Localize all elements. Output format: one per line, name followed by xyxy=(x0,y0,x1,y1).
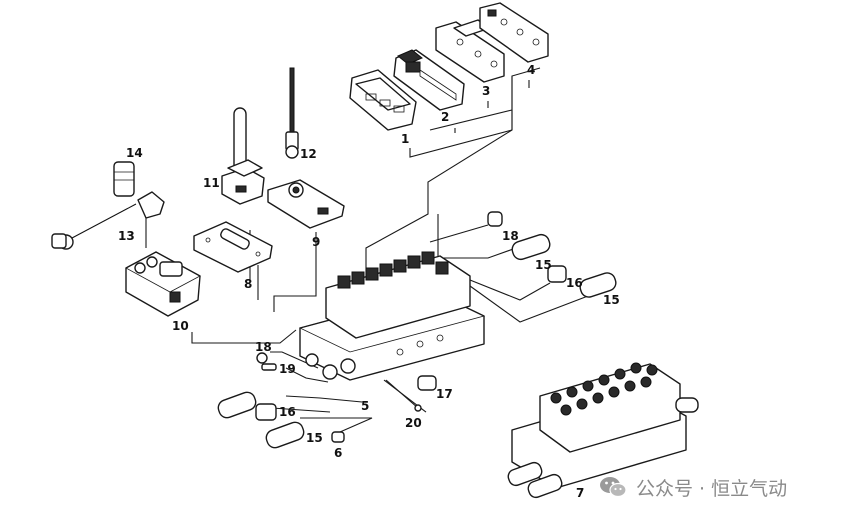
plug-18-right xyxy=(487,211,503,227)
valve-stack xyxy=(337,251,449,289)
label-3: 3 xyxy=(482,84,490,98)
assembled-valve-caps xyxy=(550,362,658,416)
silencer-15-upper xyxy=(511,233,551,261)
label-2: 2 xyxy=(441,110,449,124)
connector-14 xyxy=(113,161,135,197)
manifold-assembly xyxy=(298,251,486,381)
label-4: 4 xyxy=(527,63,535,77)
plug-18-left xyxy=(256,352,268,364)
label-1: 1 xyxy=(401,132,409,146)
label-18-right: 18 xyxy=(502,229,519,243)
cable-connector-13 xyxy=(51,191,165,250)
watermark: 公众号 · 恒立气动 xyxy=(598,472,787,502)
plug-6 xyxy=(331,431,345,443)
silencer-15-right xyxy=(579,272,617,298)
label-10: 10 xyxy=(172,319,189,333)
label-17: 17 xyxy=(436,387,453,401)
cable-12 xyxy=(285,67,299,159)
valve-body-4 xyxy=(479,2,549,63)
label-11: 11 xyxy=(203,176,220,190)
label-7: 7 xyxy=(576,486,584,500)
label-20: 20 xyxy=(405,416,422,430)
label-6: 6 xyxy=(334,446,342,460)
connector-housing-10 xyxy=(125,251,201,317)
label-15-right: 15 xyxy=(603,293,620,307)
screw-19 xyxy=(261,363,277,371)
label-13: 13 xyxy=(118,229,135,243)
bus-module-11 xyxy=(221,107,265,205)
label-9: 9 xyxy=(312,235,320,249)
label-8: 8 xyxy=(244,277,252,291)
tie-rod-20 xyxy=(385,379,422,412)
part-labels: 1 2 3 4 5 6 7 8 9 10 11 12 13 14 15 15 1… xyxy=(118,63,620,500)
label-15-upper: 15 xyxy=(535,258,552,272)
valve-body-2 xyxy=(393,49,465,111)
watermark-text: 公众号 · 恒立气动 xyxy=(636,477,788,500)
fitting-16-right xyxy=(547,265,567,283)
label-12: 12 xyxy=(300,147,317,161)
label-5: 5 xyxy=(361,399,369,413)
label-16-right: 16 xyxy=(566,276,583,290)
fitting-17 xyxy=(417,375,437,391)
wechat-icon xyxy=(600,477,627,498)
assembled-manifold-7 xyxy=(507,362,699,499)
label-19: 19 xyxy=(279,362,296,376)
label-15-left: 15 xyxy=(306,431,323,445)
terminal-plate-9 xyxy=(267,179,345,229)
label-14: 14 xyxy=(126,146,143,160)
silencer-15-left-lower xyxy=(265,421,305,449)
valve-cover-1 xyxy=(349,69,417,131)
silencer-15-left-upper xyxy=(217,391,257,419)
label-18-left: 18 xyxy=(255,340,272,354)
label-16-left: 16 xyxy=(279,405,296,419)
adapter-plate-8 xyxy=(193,221,273,273)
fitting-16-left xyxy=(255,403,277,421)
